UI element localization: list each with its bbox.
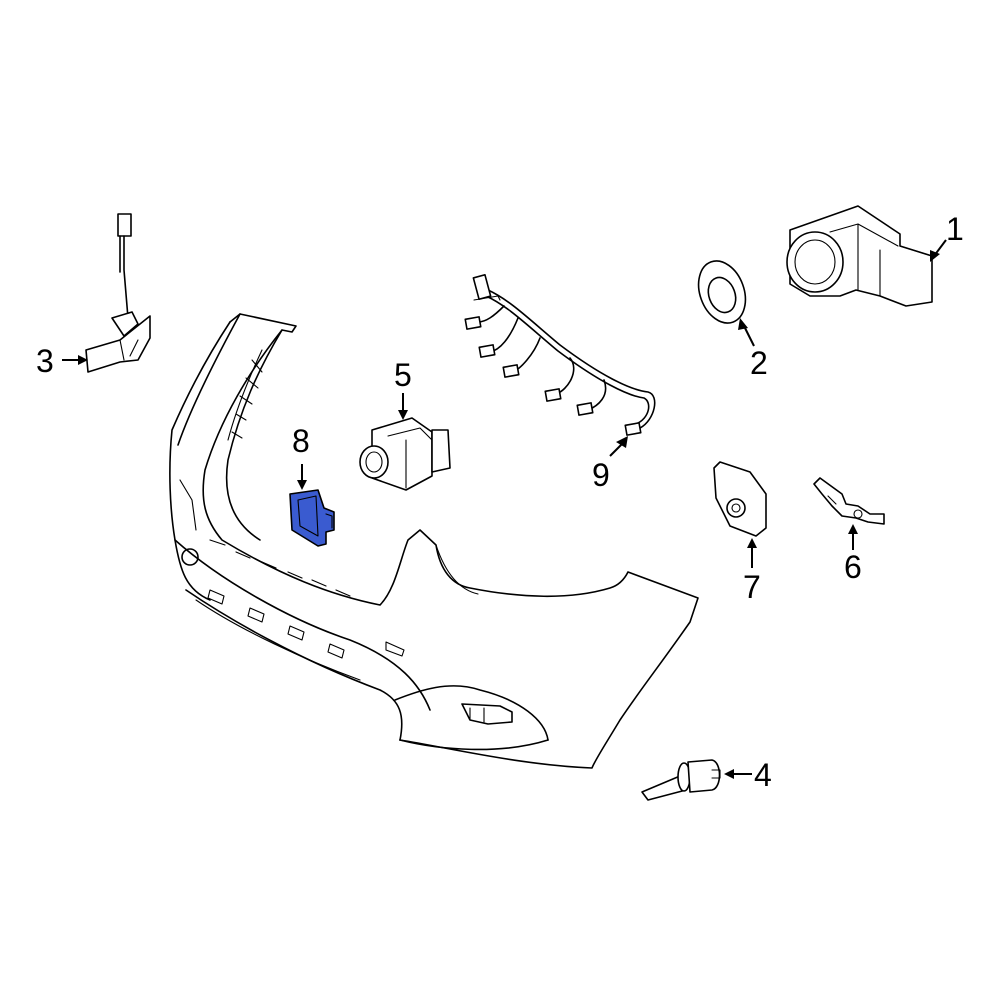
- callout-4: 4: [754, 757, 772, 793]
- part-1-park-sensor: [786, 205, 933, 307]
- callout-labels: 1 2 3 4 5 6 7 8 9: [36, 211, 964, 793]
- part-4-rivet: [641, 759, 721, 801]
- part-8-control-module: [289, 489, 335, 547]
- part-2-sensor-ring: [697, 260, 747, 324]
- callout-9: 9: [592, 457, 610, 493]
- callout-arrows: [62, 239, 947, 779]
- part-3-sensor-bracket: [85, 213, 151, 373]
- callout-7: 7: [743, 569, 761, 605]
- part-6-mounting-clip: [813, 477, 885, 525]
- callout-5: 5: [394, 357, 412, 393]
- callout-2: 2: [750, 345, 768, 381]
- callout-1: 1: [946, 211, 964, 247]
- part-7-sensor-holder: [713, 461, 767, 537]
- callout-6: 6: [844, 549, 862, 585]
- part-5-radar-sensor: [359, 417, 451, 491]
- bumper-cover: [169, 313, 699, 769]
- part-9-wiring-harness: [464, 274, 656, 436]
- callout-8: 8: [292, 423, 310, 459]
- callout-3: 3: [36, 343, 54, 379]
